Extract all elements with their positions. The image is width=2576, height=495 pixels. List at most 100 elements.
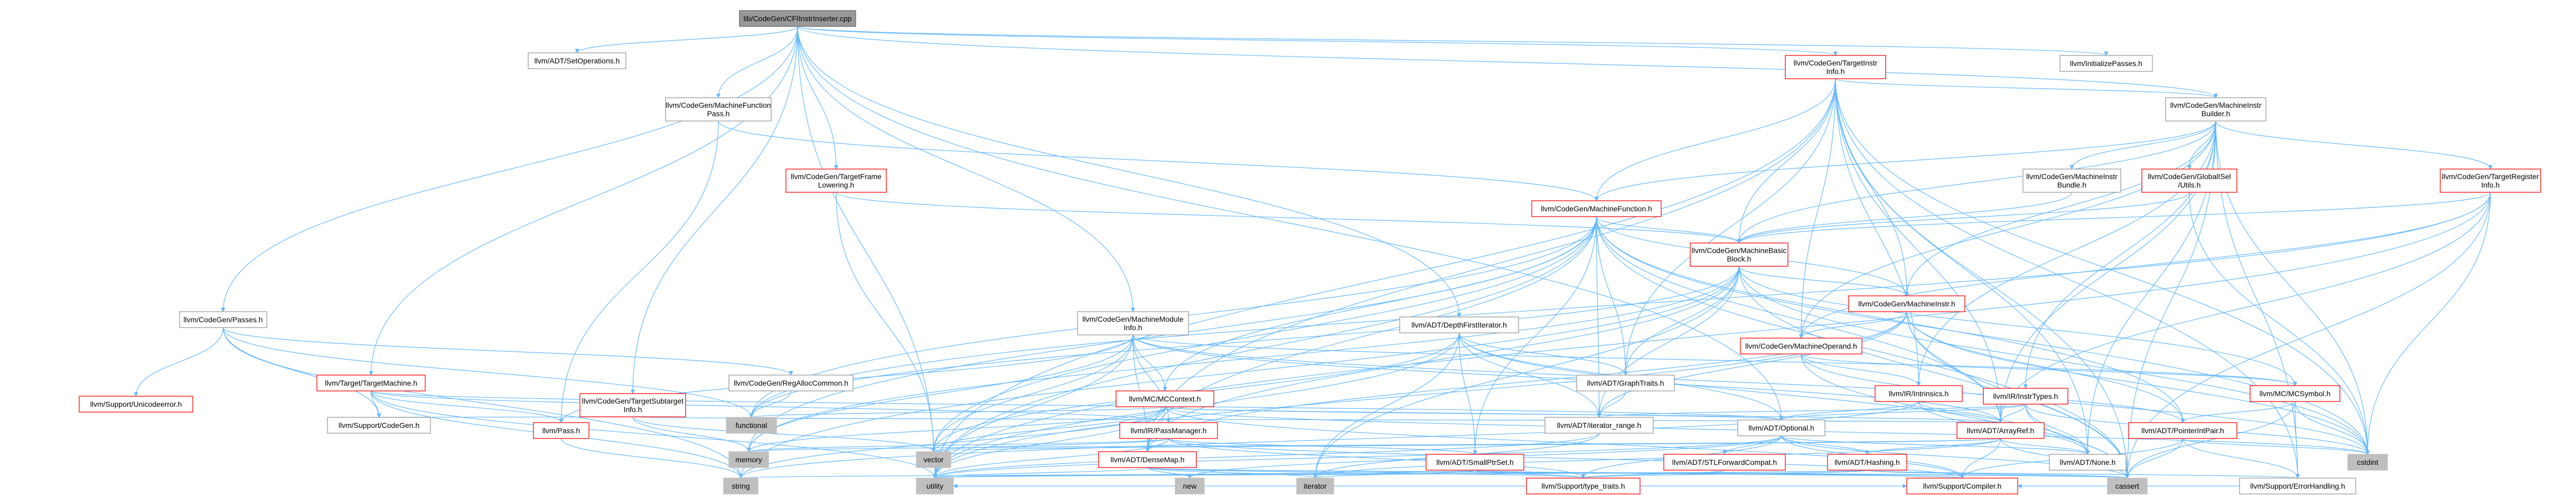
edge-tm-to-optional bbox=[370, 390, 1783, 421]
node-memory[interactable]: memory bbox=[728, 451, 769, 468]
node-label: Block.h bbox=[1727, 255, 1751, 263]
node-string[interactable]: string bbox=[723, 478, 758, 494]
node-arrayref[interactable]: llvm/ADT/ArrayRef.h bbox=[1956, 422, 2045, 439]
node-mi[interactable]: llvm/CodeGen/MachineInstr.h bbox=[1848, 295, 1965, 312]
node-gisel[interactable]: llvm/CodeGen/GlobalISel/Utils.h bbox=[2141, 169, 2237, 193]
edge-mf-to-arrayref bbox=[1596, 216, 2003, 423]
node-label: llvm/ADT/Optional.h bbox=[1748, 424, 1814, 432]
edge-iterrange-to-utility bbox=[933, 433, 1600, 479]
node-passmanager[interactable]: llvm/IR/PassManager.h bbox=[1119, 422, 1218, 439]
node-graphtraits[interactable]: llvm/ADT/GraphTraits.h bbox=[1576, 375, 1675, 391]
edge-densemap-to-iterator bbox=[1147, 467, 1317, 479]
node-regalloc[interactable]: llvm/CodeGen/RegAllocCommon.h bbox=[728, 375, 854, 391]
edge-tii-to-graphtraits bbox=[1623, 78, 1836, 376]
node-mccontext[interactable]: llvm/MC/MCContext.h bbox=[1116, 390, 1214, 407]
edge-tri-to-utility bbox=[932, 192, 2491, 479]
edge-mmi-to-arrayref bbox=[1132, 334, 2003, 423]
edge-stlfwd-to-typetraits bbox=[1581, 470, 1725, 479]
edge-tii-to-mbb bbox=[1737, 78, 1836, 244]
node-utility[interactable]: utility bbox=[916, 478, 954, 494]
edge-root-to-passes bbox=[221, 26, 798, 312]
node-stlfwd[interactable]: llvm/ADT/STLForwardCompat.h bbox=[1663, 454, 1786, 471]
node-compiler[interactable]: llvm/Support/Compiler.h bbox=[1906, 478, 2018, 494]
node-box bbox=[1827, 454, 1907, 471]
node-label: llvm/ADT/iterator_range.h bbox=[1557, 421, 1642, 429]
node-tm[interactable]: llvm/Target/TargetMachine.h bbox=[316, 375, 426, 391]
node-label: llvm/Target/TargetMachine.h bbox=[325, 379, 417, 387]
node-unicode[interactable]: llvm/Support/Unicodeerror.h bbox=[79, 396, 193, 413]
node-typetraits[interactable]: llvm/Support/type_traits.h bbox=[1526, 478, 1641, 494]
edge-instrtypes-to-arrayref bbox=[1998, 404, 2026, 423]
edge-hashing-to-typetraits bbox=[1581, 470, 1868, 479]
edge-mccontext-to-functional bbox=[749, 406, 1166, 418]
node-cstdint[interactable]: cstdint bbox=[2347, 454, 2388, 471]
edge-mbb-to-cassert bbox=[1738, 266, 2130, 479]
node-new[interactable]: new bbox=[1175, 478, 1205, 494]
node-box bbox=[79, 396, 193, 413]
edge-optional-to-none bbox=[1781, 435, 2090, 455]
edge-mbb-to-mcsymbol bbox=[1738, 266, 2298, 386]
node-functional[interactable]: functional bbox=[726, 417, 777, 434]
edge-hashing-to-utility bbox=[933, 470, 1868, 479]
node-optional[interactable]: llvm/ADT/Optional.h bbox=[1737, 419, 1825, 436]
node-densemap[interactable]: llvm/ADT/DenseMap.h bbox=[1098, 451, 1197, 468]
edge-mib-to-tri bbox=[2215, 120, 2493, 170]
node-box bbox=[2022, 169, 2121, 193]
node-label: llvm/Support/Unicodeerror.h bbox=[90, 400, 182, 408]
edge-mcsymbol-to-ptrintpair bbox=[2180, 401, 2296, 423]
node-label: llvm/Pass.h bbox=[542, 426, 580, 435]
node-box bbox=[2107, 478, 2148, 494]
node-mcsymbol[interactable]: llvm/MC/MCSymbol.h bbox=[2250, 385, 2340, 402]
node-box bbox=[1116, 390, 1214, 407]
node-initpasses[interactable]: llvm/InitializePasses.h bbox=[2059, 55, 2153, 72]
node-label: llvm/CodeGen/TargetInstr bbox=[1794, 59, 1878, 67]
node-label: llvm/CodeGen/TargetRegister bbox=[2442, 172, 2539, 181]
node-errorhandling[interactable]: llvm/Support/ErrorHandling.h bbox=[2239, 478, 2356, 494]
edge-tri-to-arrayref bbox=[1998, 192, 2491, 423]
dependency-edges bbox=[134, 26, 2493, 489]
node-box bbox=[1983, 388, 2068, 405]
node-box bbox=[1399, 316, 1519, 333]
node-cassert[interactable]: cassert bbox=[2107, 478, 2148, 494]
node-iterator[interactable]: iterator bbox=[1296, 478, 1334, 494]
edge-root-to-mib bbox=[797, 26, 2218, 98]
edge-mfpass-to-pass bbox=[559, 120, 719, 423]
node-pass[interactable]: llvm/Pass.h bbox=[533, 422, 589, 439]
node-box bbox=[665, 97, 772, 122]
node-hashing[interactable]: llvm/ADT/Hashing.h bbox=[1827, 454, 1907, 471]
node-root[interactable]: lib/CodeGen/CFIInstrInserter.cpp bbox=[739, 10, 856, 27]
edge-intrinsics-to-optional bbox=[1779, 401, 1919, 421]
node-intrinsics[interactable]: llvm/IR/Intrinsics.h bbox=[1875, 385, 1963, 402]
node-mf[interactable]: llvm/CodeGen/MachineFunction.h bbox=[1531, 200, 1662, 217]
node-instrtypes[interactable]: llvm/IR/InstrTypes.h bbox=[1983, 388, 2068, 405]
node-vector[interactable]: vector bbox=[916, 451, 951, 468]
node-none[interactable]: llvm/ADT/None.h bbox=[2049, 454, 2127, 471]
node-supcodegen[interactable]: llvm/Support/CodeGen.h bbox=[327, 417, 431, 434]
edge-passmanager-to-utility bbox=[932, 438, 1169, 479]
node-passes[interactable]: llvm/CodeGen/Passes.h bbox=[179, 311, 267, 328]
node-label: llvm/ADT/DepthFirstIterator.h bbox=[1411, 321, 1507, 329]
node-iterrange[interactable]: llvm/ADT/iterator_range.h bbox=[1544, 417, 1654, 434]
node-smallptrset[interactable]: llvm/ADT/SmallPtrSet.h bbox=[1426, 454, 1524, 471]
edge-tii-to-cstdint bbox=[1835, 78, 2370, 455]
edge-root-to-tii bbox=[797, 26, 1838, 56]
node-setops[interactable]: llvm/ADT/SetOperations.h bbox=[528, 52, 626, 69]
node-mo[interactable]: llvm/CodeGen/MachineOperand.h bbox=[1740, 338, 1862, 354]
node-dfi[interactable]: llvm/ADT/DepthFirstIterator.h bbox=[1399, 316, 1519, 333]
edge-tii-to-densemap bbox=[1145, 78, 1836, 452]
edge-intrinsics-to-string bbox=[738, 401, 1919, 479]
edge-mib-to-intrinsics bbox=[1916, 120, 2216, 386]
edge-mf-to-mccontext bbox=[1163, 216, 1597, 391]
node-ptrintpair[interactable]: llvm/ADT/PointerIntPair.h bbox=[2128, 422, 2237, 439]
edge-ptrintpair-to-cstdint bbox=[2182, 438, 2370, 455]
